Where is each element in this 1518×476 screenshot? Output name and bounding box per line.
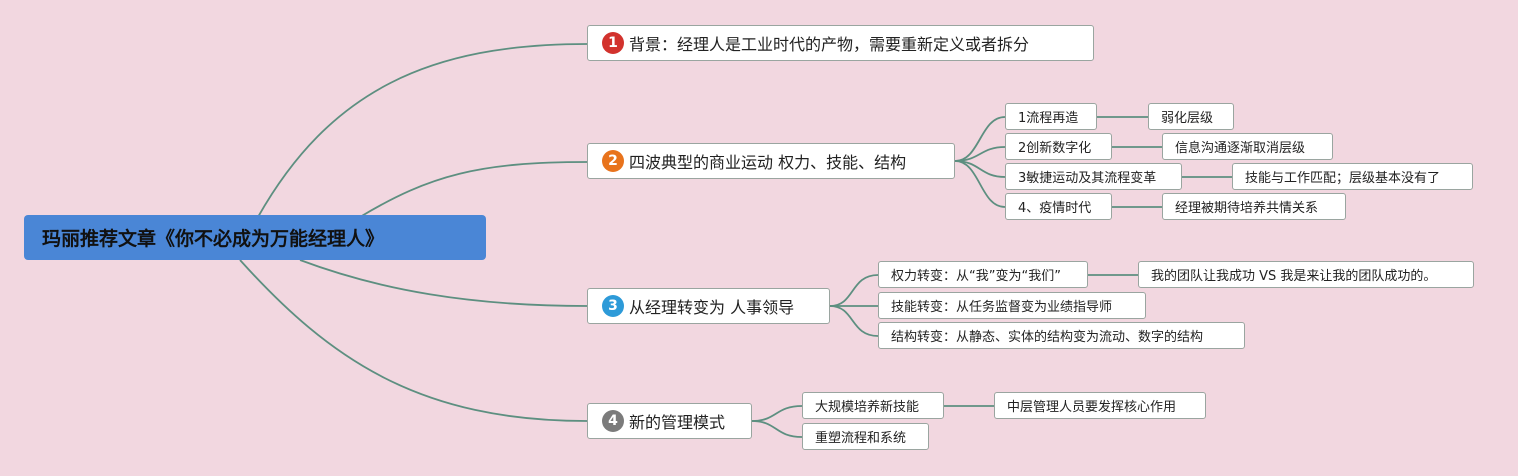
subtopic-label: 3敏捷运动及其流程变革 <box>1018 171 1157 186</box>
leaf-label: 弱化层级 <box>1161 111 1214 126</box>
number-badge-icon: 3 <box>602 295 624 317</box>
subtopic-label: 重塑流程和系统 <box>815 431 907 446</box>
subtopic-b4-2[interactable]: 重塑流程和系统 <box>802 423 929 450</box>
root-topic[interactable]: 玛丽推荐文章《你不必成为万能经理人》 <box>24 215 486 260</box>
subtopic-label: 4、疫情时代 <box>1018 201 1092 216</box>
leaf-b2-3[interactable]: 技能与工作匹配；层级基本没有了 <box>1232 163 1473 190</box>
branch-4-topic[interactable]: 4 新的管理模式 <box>587 403 752 439</box>
subtopic-b2-1[interactable]: 1流程再造 <box>1005 103 1097 130</box>
subtopic-label: 大规模培养新技能 <box>815 400 920 415</box>
leaf-label: 信息沟通逐渐取消层级 <box>1175 141 1306 156</box>
subtopic-label: 技能转变：从任务监督变为业绩指导师 <box>891 300 1113 315</box>
leaf-label: 技能与工作匹配；层级基本没有了 <box>1245 171 1441 186</box>
connector-root-branch-4 <box>239 259 588 422</box>
subtopic-b2-3[interactable]: 3敏捷运动及其流程变革 <box>1005 163 1182 190</box>
subtopic-label: 结构转变：从静态、实体的结构变为流动、数字的结构 <box>891 330 1204 345</box>
branch-1-topic[interactable]: 1 背景：经理人是工业时代的产物，需要重新定义或者拆分 <box>587 25 1094 61</box>
branch-3-topic[interactable]: 3 从经理转变为 人事领导 <box>587 288 830 324</box>
subtopic-b3-1[interactable]: 权力转变：从“我”变为“我们” <box>878 261 1088 288</box>
number-badge-icon: 4 <box>602 410 624 432</box>
subtopic-b2-4[interactable]: 4、疫情时代 <box>1005 193 1112 220</box>
connector-b4-c1 <box>751 405 803 422</box>
connector-b4-c2 <box>751 420 803 438</box>
connector-b2-c4 <box>954 160 1006 208</box>
branch-1-label: 背景：经理人是工业时代的产物，需要重新定义或者拆分 <box>629 35 1030 54</box>
leaf-b3-1[interactable]: 我的团队让我成功 VS 我是来让我的团队成功的。 <box>1138 261 1474 288</box>
connector-root-branch-2 <box>359 161 588 218</box>
leaf-label: 中层管理人员要发挥核心作用 <box>1007 400 1177 415</box>
number-badge-icon: 1 <box>602 32 624 54</box>
subtopic-b3-3[interactable]: 结构转变：从静态、实体的结构变为流动、数字的结构 <box>878 322 1245 349</box>
subtopic-label: 权力转变：从“我”变为“我们” <box>891 269 1061 284</box>
connector-b3-c3 <box>829 305 879 337</box>
branch-2-label: 四波典型的商业运动 权力、技能、结构 <box>629 153 907 172</box>
connector-b3-c1 <box>829 274 879 307</box>
subtopic-b4-1[interactable]: 大规模培养新技能 <box>802 392 944 419</box>
leaf-b4-1[interactable]: 中层管理人员要发挥核心作用 <box>994 392 1206 419</box>
leaf-b2-1[interactable]: 弱化层级 <box>1148 103 1234 130</box>
root-title: 玛丽推荐文章《你不必成为万能经理人》 <box>42 228 385 250</box>
connector-root-branch-3 <box>299 259 588 307</box>
subtopic-label: 1流程再造 <box>1018 111 1079 126</box>
number-badge-icon: 2 <box>602 150 624 172</box>
branch-4-label: 新的管理模式 <box>629 413 726 432</box>
subtopic-b2-2[interactable]: 2创新数字化 <box>1005 133 1112 160</box>
branch-3-label: 从经理转变为 人事领导 <box>629 298 795 317</box>
leaf-label: 经理被期待培养共情关系 <box>1175 201 1319 216</box>
leaf-label: 我的团队让我成功 VS 我是来让我的团队成功的。 <box>1151 269 1437 284</box>
subtopic-label: 2创新数字化 <box>1018 141 1092 156</box>
leaf-b2-2[interactable]: 信息沟通逐渐取消层级 <box>1162 133 1333 160</box>
connector-root-branch-1 <box>257 43 588 218</box>
branch-2-topic[interactable]: 2 四波典型的商业运动 权力、技能、结构 <box>587 143 955 179</box>
subtopic-b3-2[interactable]: 技能转变：从任务监督变为业绩指导师 <box>878 292 1146 319</box>
leaf-b2-4[interactable]: 经理被期待培养共情关系 <box>1162 193 1346 220</box>
